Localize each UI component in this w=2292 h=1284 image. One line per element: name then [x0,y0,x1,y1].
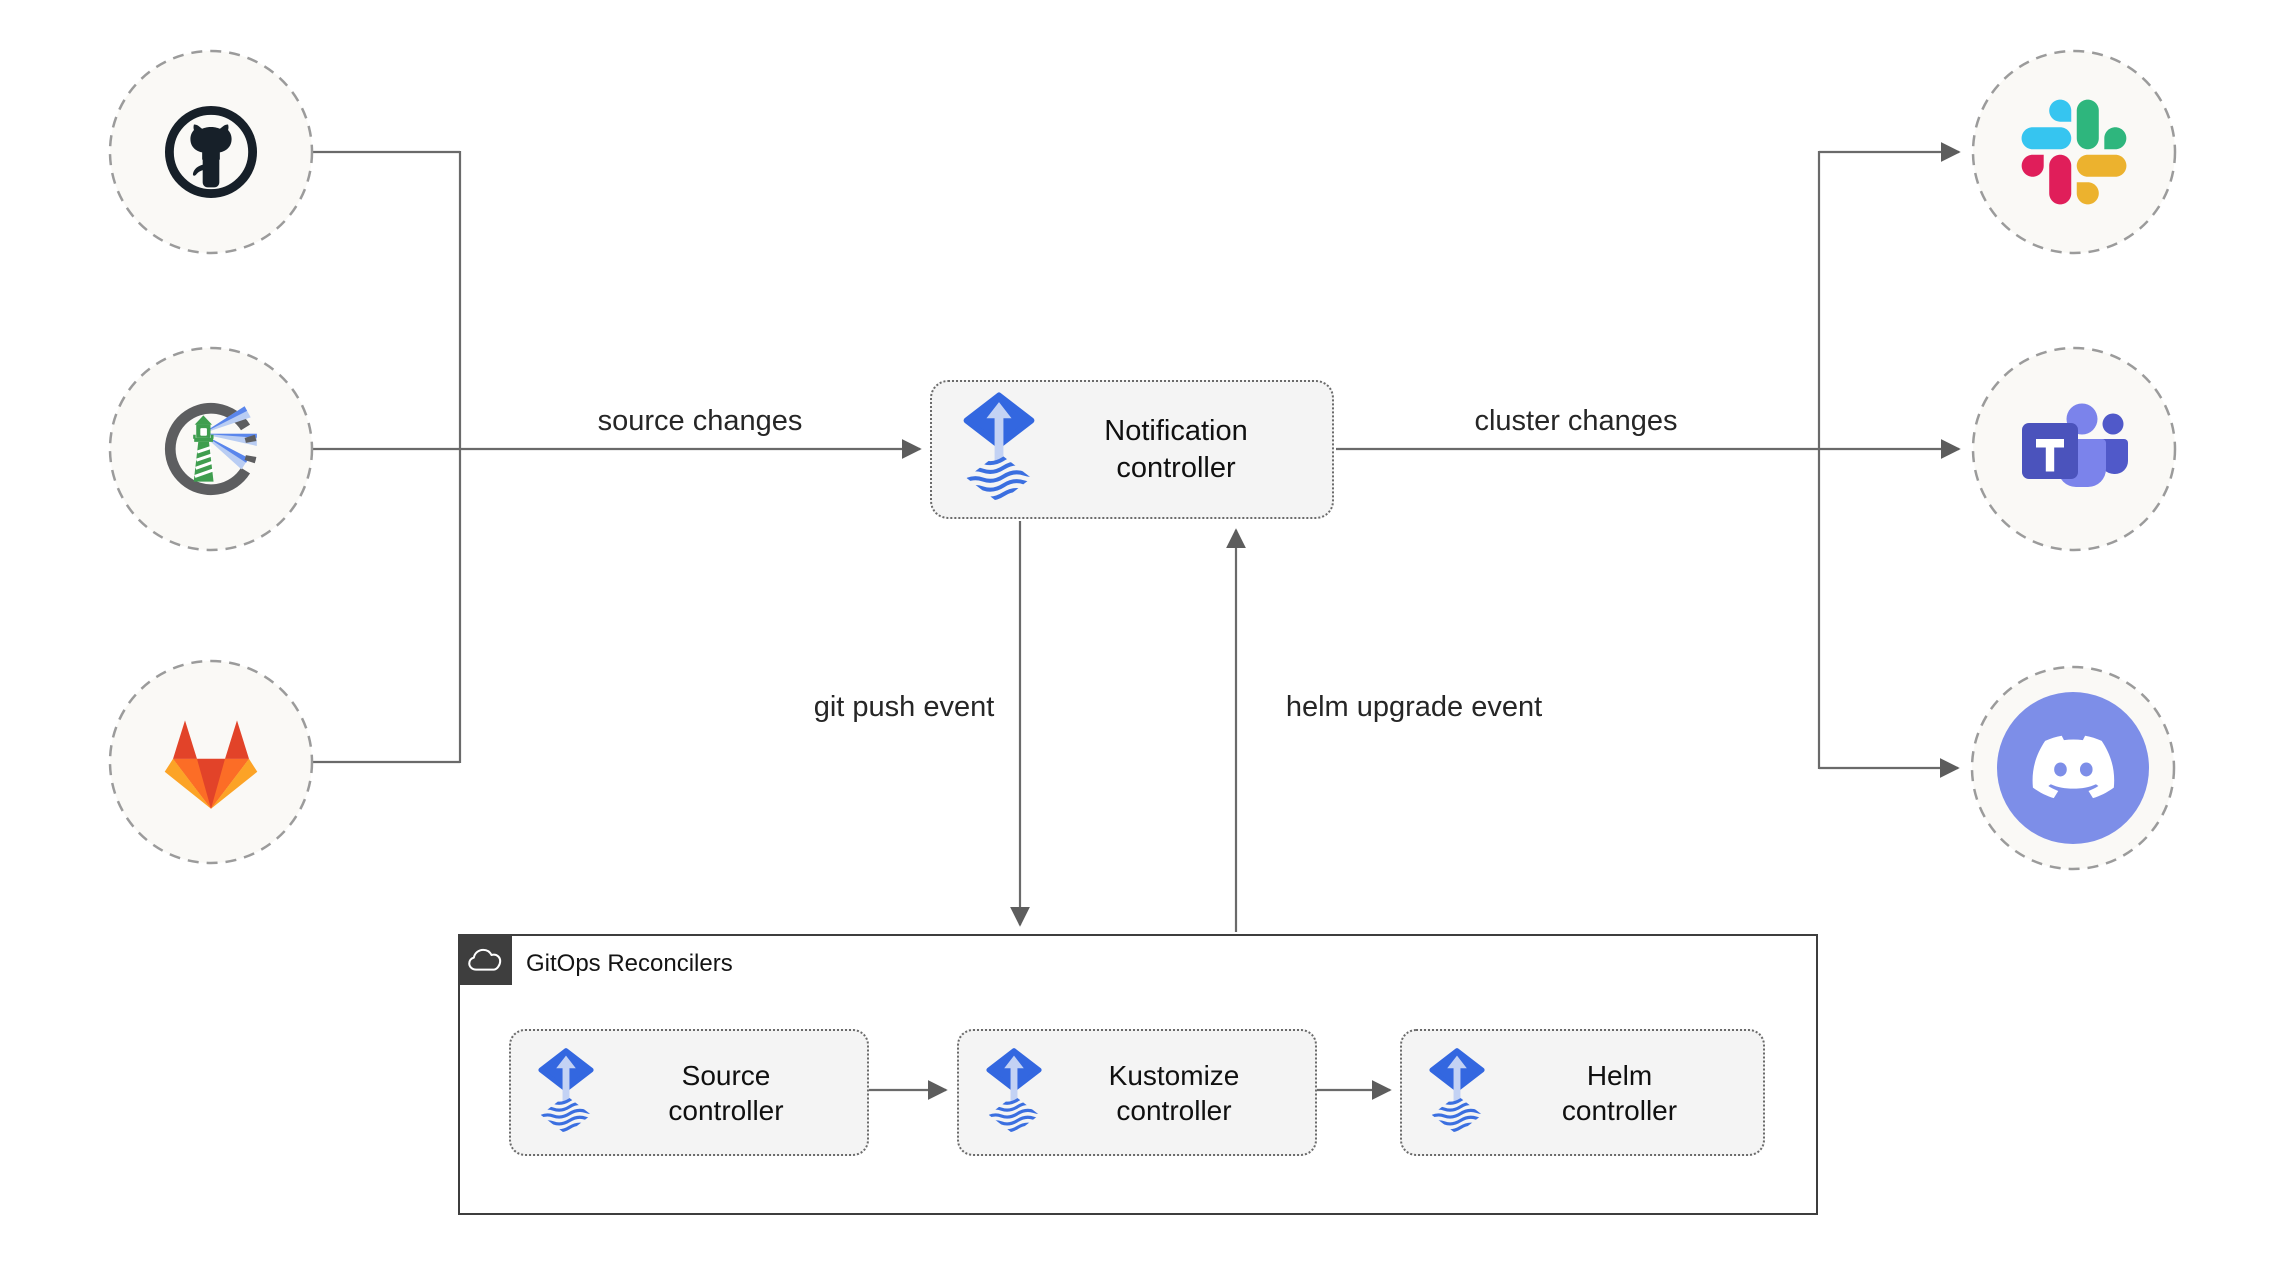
slack-node-circle [1971,49,2177,255]
edge-label-cluster-changes: cluster changes [1474,405,1678,437]
source-controller-node: Source controller [509,1029,869,1156]
helm-controller-label-line2: controller [1561,1094,1678,1126]
cloud-tab [458,934,512,985]
flux-icon [985,1047,1043,1139]
source-controller-label: Source controller [595,1058,857,1128]
notification-controller-label-line2: controller [1116,451,1236,484]
gitops-reconcilers-container: GitOps Reconcilers Source controller Kus… [458,934,1818,1215]
teams-icon [2012,397,2136,501]
kustomize-controller-label: Kustomize controller [1043,1058,1305,1128]
notification-controller-node: Notification controller [930,380,1334,519]
helm-controller-label: Helm controller [1486,1058,1753,1128]
github-icon [159,100,263,204]
kustomize-controller-node: Kustomize controller [957,1029,1317,1156]
helm-controller-label-line1: Helm [1586,1059,1653,1091]
cloud-icon [468,948,502,971]
helm-controller-node: Helm controller [1400,1029,1765,1156]
edge-label-git-push-event: git push event [813,691,995,723]
edge-label-helm-upgrade-event: helm upgrade event [1285,691,1543,723]
container-title: GitOps Reconcilers [526,950,733,977]
kustomize-controller-label-line1: Kustomize [1108,1059,1240,1091]
discord-icon [1997,692,2149,844]
flux-icon [962,391,1036,509]
kustomize-controller-label-line2: controller [1116,1094,1232,1126]
harbor-icon [155,393,267,505]
notification-controller-label-line1: Notification [1104,415,1248,448]
source-controller-label-line1: Source [681,1059,771,1091]
slack-icon [2021,99,2127,205]
source-controller-label-line2: controller [668,1094,784,1126]
notification-controller-label: Notification controller [1036,413,1316,486]
flux-icon [537,1047,595,1139]
edge-label-source-changes: source changes [597,405,803,437]
flux-icon [1428,1047,1486,1139]
gitlab-icon [159,716,263,812]
